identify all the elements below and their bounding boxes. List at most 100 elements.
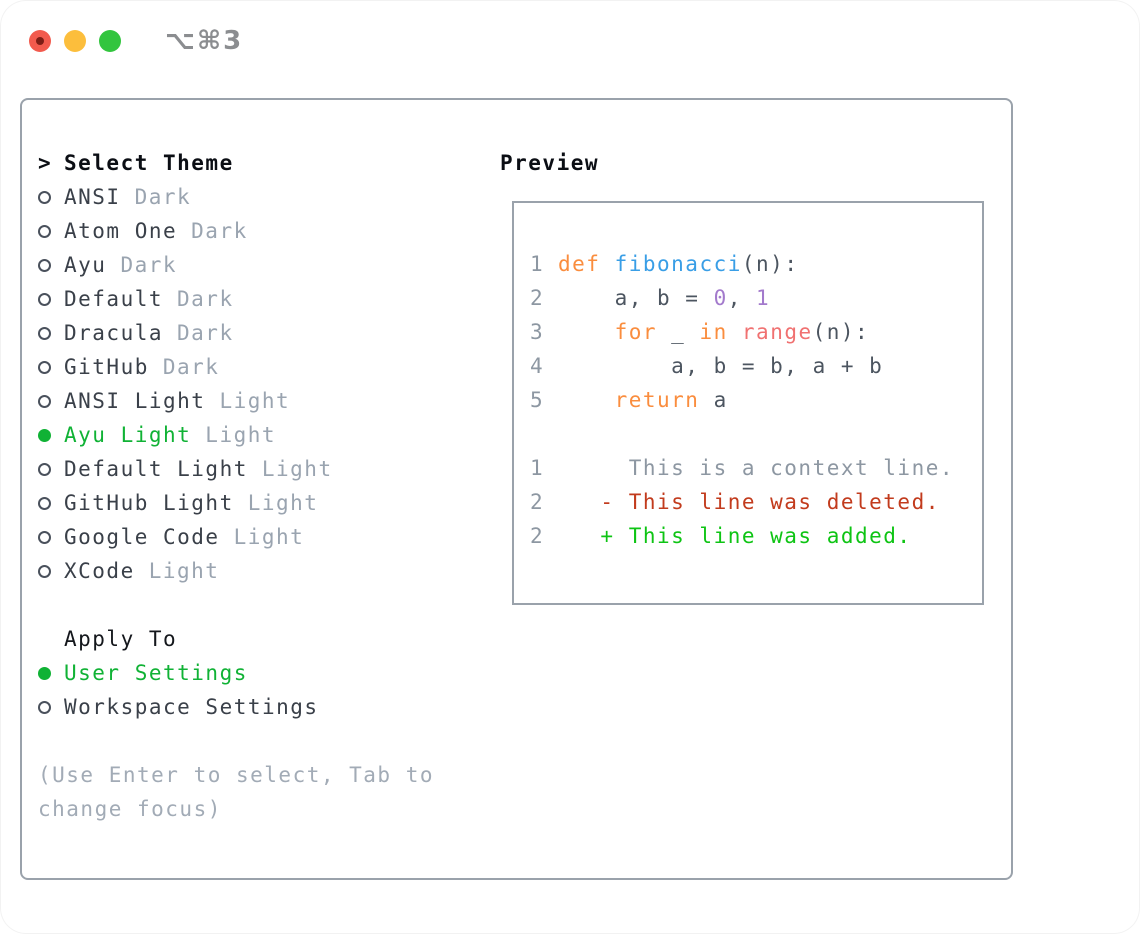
apply-to-title: Apply To	[64, 627, 178, 651]
minimize-button[interactable]	[64, 30, 86, 52]
code-text: for _ in range(n):	[614, 320, 870, 344]
close-button[interactable]	[29, 30, 51, 52]
spacer	[38, 724, 434, 758]
radio-icon	[38, 224, 64, 238]
focus-caret-icon: >	[38, 151, 53, 175]
radio-icon	[38, 258, 64, 272]
theme-name: GitHub Light	[64, 491, 234, 515]
window-title-shortcut: ⌥⌘3	[165, 26, 244, 56]
select-theme-header: > Select Theme	[38, 146, 434, 180]
line-number: 2	[530, 286, 545, 310]
code-text: + This line was added.	[558, 524, 912, 548]
line-number: 1	[530, 456, 545, 480]
theme-name: Default	[64, 287, 164, 311]
code-line: 2 + This line was added.	[530, 519, 982, 553]
code-line: 2 a, b = 0, 1	[530, 281, 982, 315]
code-line: 2 - This line was deleted.	[530, 485, 982, 519]
radio-icon	[38, 292, 64, 306]
radio-selected-icon	[38, 428, 64, 442]
theme-item-ayu-light[interactable]: Ayu Light Light	[38, 418, 434, 452]
theme-variant-label: Light	[205, 423, 277, 447]
radio-icon	[38, 360, 64, 374]
theme-variant-label: Light	[148, 559, 220, 583]
theme-item-dracula[interactable]: Dracula Dark	[38, 316, 434, 350]
zoom-button[interactable]	[99, 30, 121, 52]
code-text: a, b = b, a + b	[558, 354, 884, 378]
theme-item-ansi[interactable]: ANSI Dark	[38, 180, 434, 214]
line-number: 5	[530, 388, 545, 412]
theme-item-default-light[interactable]: Default Light Light	[38, 452, 434, 486]
theme-variant-label: Dark	[162, 355, 220, 379]
theme-name: ANSI Light	[64, 389, 206, 413]
theme-name: ANSI	[64, 185, 121, 209]
code-line: 1 This is a context line.	[530, 451, 982, 485]
apply-option-label: User Settings	[64, 661, 248, 685]
code-line: 5 return a	[530, 383, 982, 417]
theme-name: Ayu Light	[64, 423, 192, 447]
apply-option-workspace-settings[interactable]: Workspace Settings	[38, 690, 434, 724]
theme-name: GitHub	[64, 355, 149, 379]
code-text: return a	[614, 388, 728, 412]
theme-item-atom-one[interactable]: Atom One Dark	[38, 214, 434, 248]
theme-variant-label: Dark	[134, 185, 192, 209]
theme-item-default[interactable]: Default Dark	[38, 282, 434, 316]
theme-variant-label: Dark	[191, 219, 248, 243]
theme-variant-label: Light	[233, 525, 305, 549]
code-line: 4 a, b = b, a + b	[530, 349, 982, 383]
help-text-line1: (Use Enter to select, Tab to	[38, 758, 434, 792]
theme-name: Ayu	[64, 253, 107, 277]
theme-variant-label: Light	[261, 457, 333, 481]
radio-selected-icon	[38, 666, 64, 680]
theme-variant-label: Dark	[177, 321, 234, 345]
code-line	[530, 417, 982, 451]
radio-icon	[38, 564, 64, 578]
code-text: def fibonacci(n):	[558, 252, 799, 276]
theme-item-ayu[interactable]: Ayu Dark	[38, 248, 434, 282]
theme-variant-label: Dark	[177, 287, 234, 311]
apply-option-user-settings[interactable]: User Settings	[38, 656, 434, 690]
preview-title: Preview	[500, 151, 600, 175]
theme-variant-label: Dark	[120, 253, 178, 277]
titlebar: ⌥⌘3	[29, 26, 243, 56]
close-dot-icon	[36, 37, 44, 45]
line-number: 1	[530, 252, 545, 276]
code-text: - This line was deleted.	[558, 490, 940, 514]
theme-name: Atom One	[64, 219, 178, 243]
theme-name: Dracula	[64, 321, 164, 345]
line-number: 3	[530, 320, 545, 344]
select-theme-title: Select Theme	[64, 151, 234, 175]
spacer	[38, 588, 434, 622]
theme-item-xcode[interactable]: XCode Light	[38, 554, 434, 588]
radio-icon	[38, 700, 64, 714]
theme-name: Default Light	[64, 457, 248, 481]
apply-to-header: Apply To	[38, 622, 434, 656]
radio-icon	[38, 394, 64, 408]
radio-icon	[38, 530, 64, 544]
code-line: 1 def fibonacci(n):	[530, 247, 982, 281]
radio-icon	[38, 496, 64, 510]
line-number: 2	[530, 490, 545, 514]
code-line: 3 for _ in range(n):	[530, 315, 982, 349]
theme-item-github[interactable]: GitHub Dark	[38, 350, 434, 384]
radio-icon	[38, 326, 64, 340]
code-text: This is a context line.	[558, 456, 955, 480]
theme-item-ansi-light[interactable]: ANSI Light Light	[38, 384, 434, 418]
theme-variant-label: Light	[219, 389, 291, 413]
help-text-line2: change focus)	[38, 792, 434, 826]
radio-icon	[38, 462, 64, 476]
help-text: (Use Enter to select, Tab to	[38, 763, 435, 787]
help-text: change focus)	[38, 797, 222, 821]
line-number: 4	[530, 354, 545, 378]
code-text: a, b = 0, 1	[558, 286, 771, 310]
theme-name: XCode	[64, 559, 135, 583]
radio-icon	[38, 190, 64, 204]
